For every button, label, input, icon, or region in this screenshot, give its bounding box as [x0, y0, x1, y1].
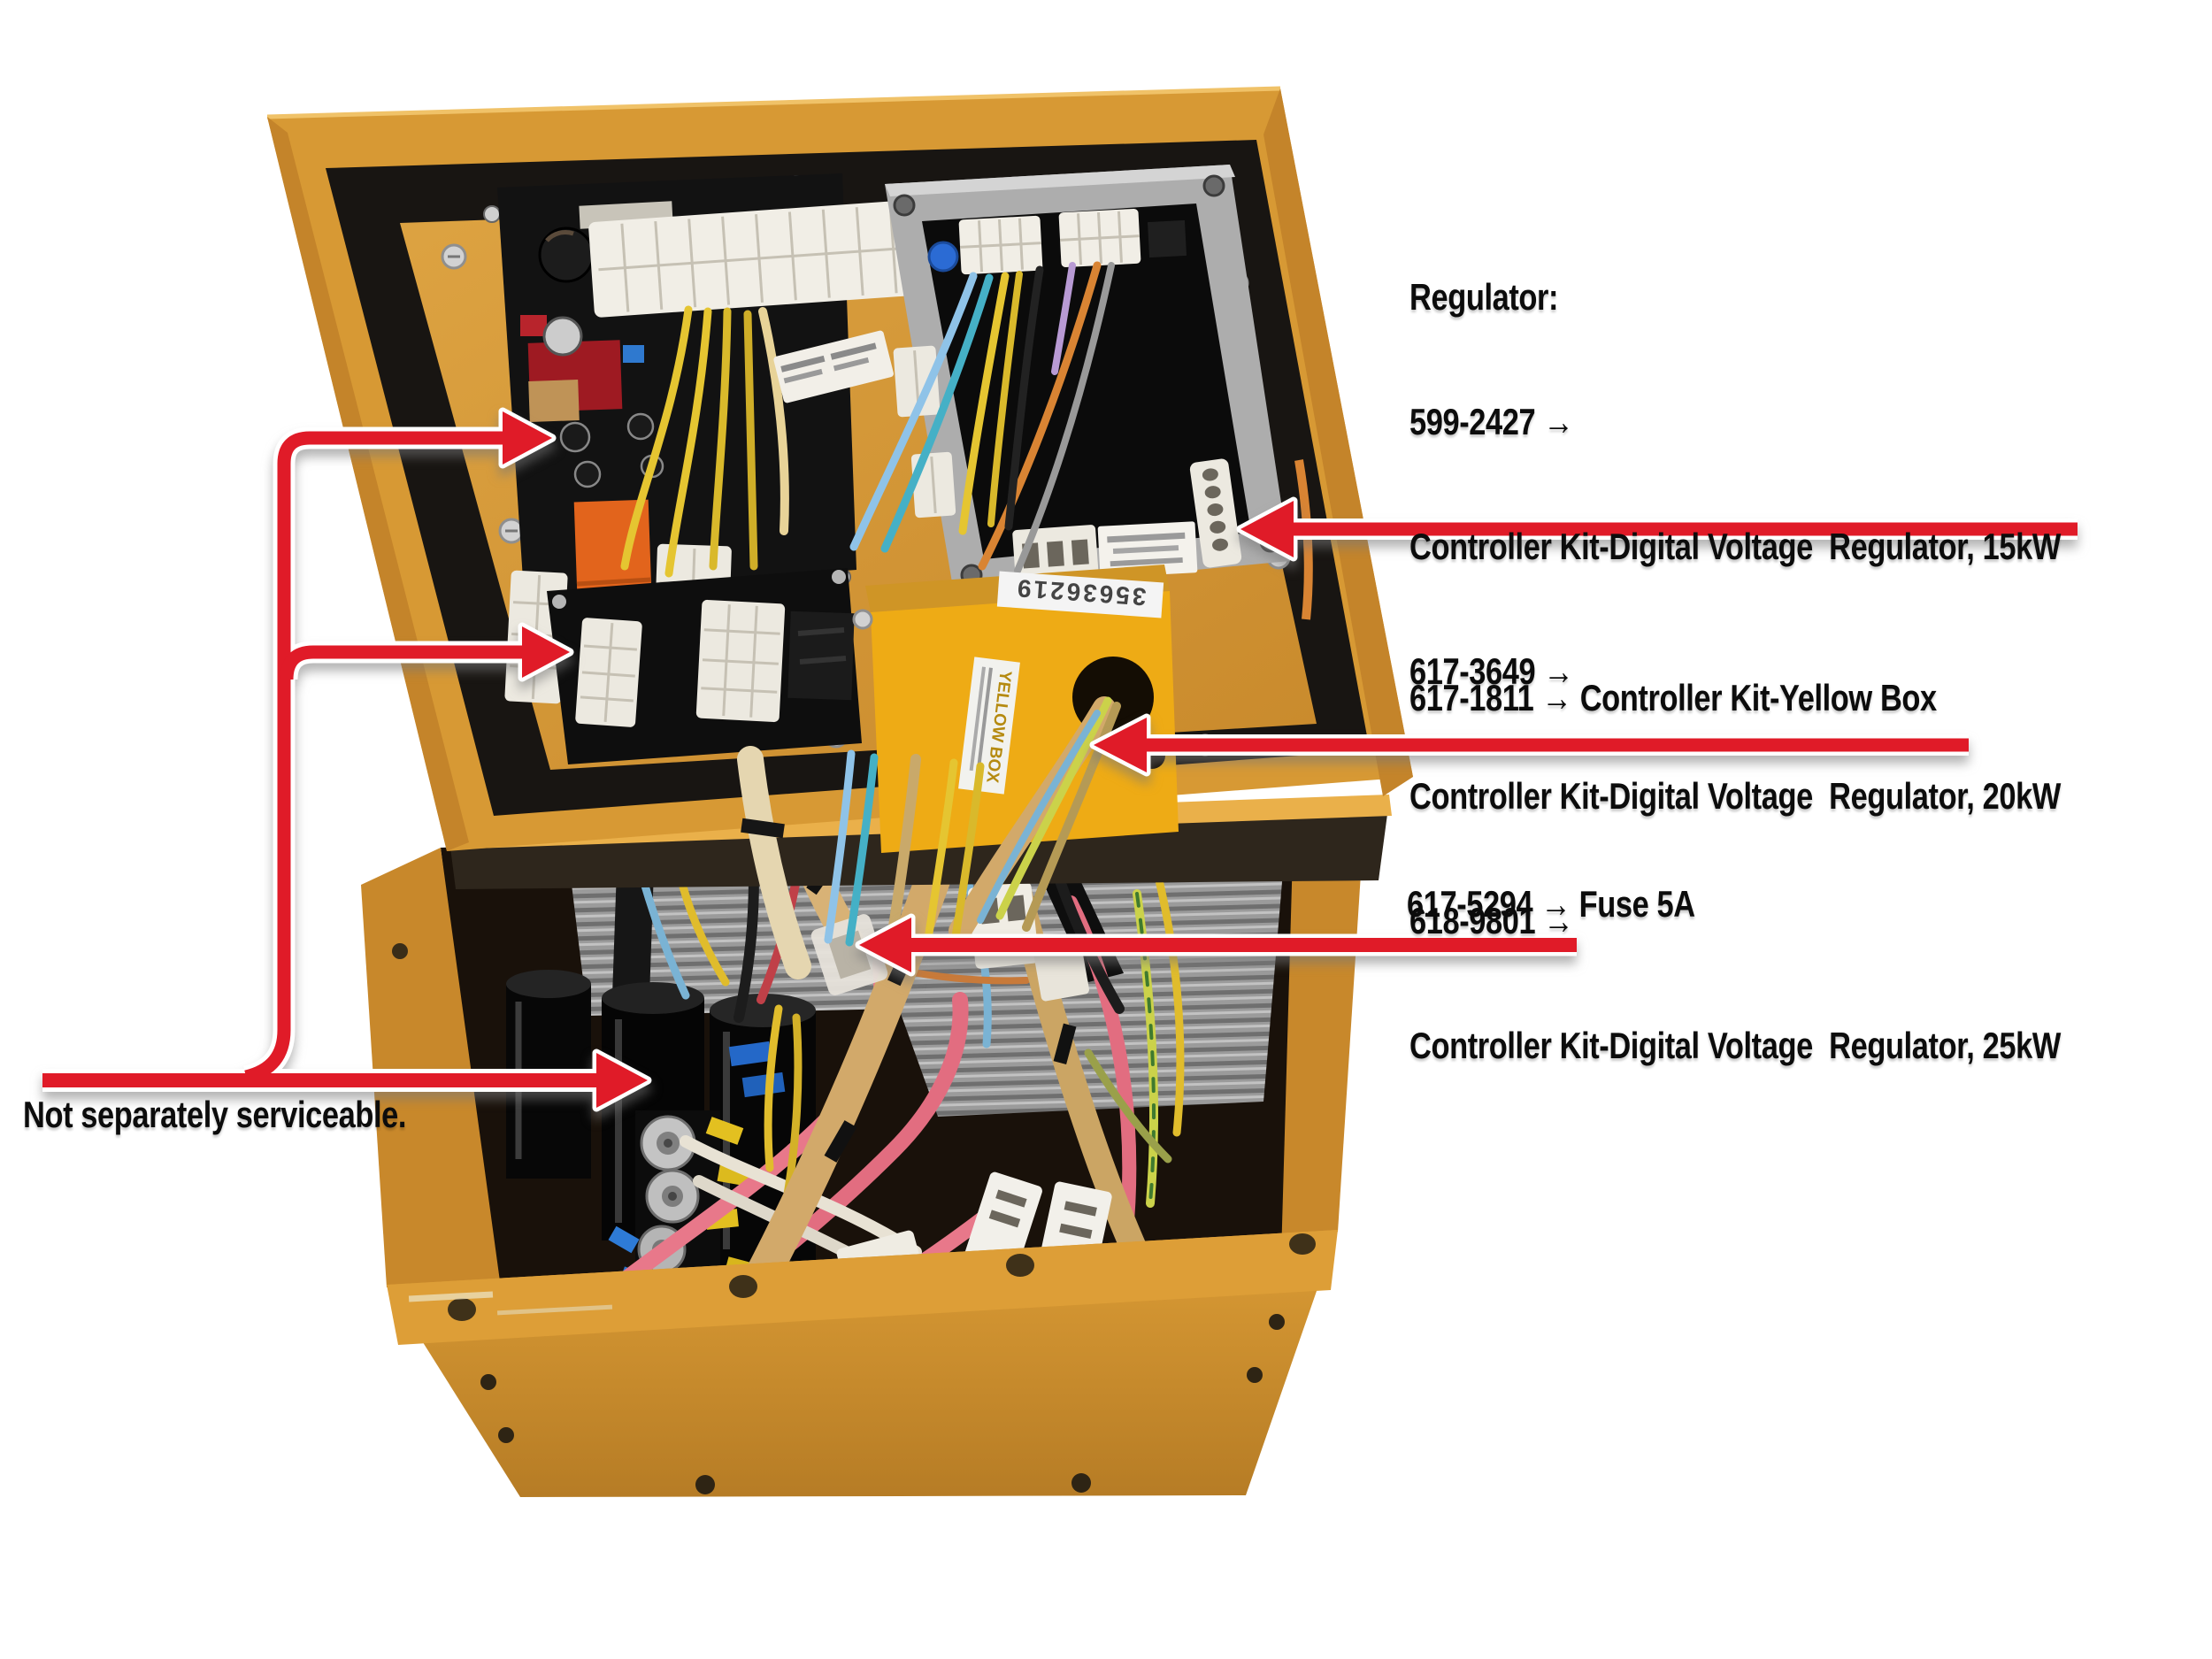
front-wall-screw-holes — [448, 1233, 1316, 1321]
connector-arrowhead-icon — [522, 626, 570, 678]
capacitor-arrowhead-icon — [596, 1053, 648, 1108]
box-right-wall — [1281, 818, 1364, 1256]
yellow-box-callout-text: 617-1811 → Controller Kit-Yellow Box — [1409, 677, 1937, 718]
regulator-callout-text: Regulator: 599-2427 → Controller Kit-Dig… — [1409, 193, 2061, 1108]
voltage-regulator-module — [849, 165, 1290, 593]
yellow-box-top-label: 35636219 — [996, 571, 1164, 618]
yellow-box-arrowhead-icon — [1094, 718, 1147, 772]
callout-arrows — [42, 407, 2078, 1112]
lower-box — [361, 818, 1364, 1497]
connector-module — [547, 568, 862, 764]
part-desc-25kw: Controller Kit-Digital Voltage Regulator… — [1409, 1025, 2061, 1066]
heatsink — [566, 819, 1287, 1117]
fuse-callout-text: 617-5294 → Fuse 5A — [1407, 883, 1695, 925]
part-number-599-2427: 599-2427 → — [1409, 401, 1574, 442]
yellow-box-callout-arrow — [1089, 713, 1969, 777]
avr-top-connector — [588, 199, 930, 318]
regulator-label — [1097, 521, 1198, 578]
fuse-arrowhead-icon — [859, 918, 911, 972]
regulator-wires — [849, 261, 1115, 574]
avr-arrowhead-icon — [503, 411, 552, 465]
regulator-title: Regulator: — [1409, 276, 1559, 318]
regulator-callout-arrow — [1236, 496, 2078, 562]
yellow-box-side-label: YELLOW BOX — [958, 657, 1020, 795]
left-bracket-callout-arrows — [42, 407, 652, 1112]
hinge-crossing-wires — [737, 746, 985, 979]
not-serviceable-text: Not separately serviceable. — [23, 1094, 407, 1135]
part-number-618-9801: 618-9801 → — [1409, 900, 1574, 941]
part-number-617-3649: 617-3649 → — [1409, 650, 1574, 692]
part-desc-20kw: Controller Kit-Digital Voltage Regulator… — [1409, 775, 2061, 817]
lid: 35636219 YELLOW BOX — [266, 86, 1413, 942]
avr-wires — [620, 305, 789, 578]
regulator-arrowhead-icon — [1240, 501, 1294, 557]
box-interior-contents — [506, 818, 1287, 1285]
yellow-box-wires — [949, 696, 1121, 942]
avr-side-label — [773, 330, 894, 403]
part-desc-15kw: Controller Kit-Digital Voltage Regulator… — [1409, 526, 2061, 567]
fuse-callout-arrow — [855, 913, 1577, 977]
regulator-right-connector — [1189, 458, 1242, 568]
front-wall-side-screws — [480, 1314, 1285, 1494]
